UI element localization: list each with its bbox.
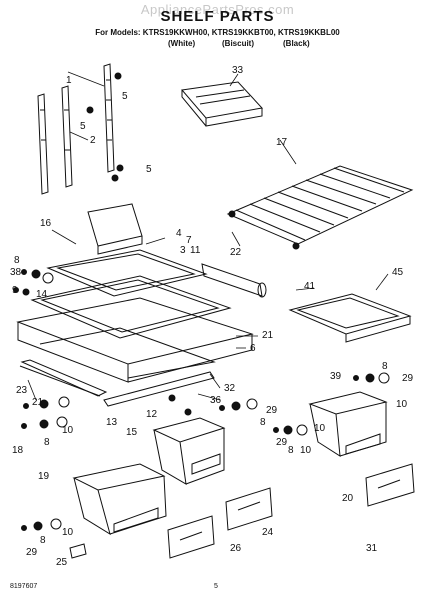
callout-11: 11	[190, 245, 201, 256]
callout-16: 16	[40, 218, 52, 229]
callout-21-b: 21	[32, 397, 44, 408]
callout-29-b: 29	[266, 405, 278, 416]
callout-4: 4	[176, 228, 182, 239]
callout-29-c: 29	[276, 437, 288, 448]
crisper-drawer-right	[308, 391, 388, 457]
callout-8-b: 8	[382, 361, 388, 372]
bracket-part	[69, 543, 87, 559]
callout-20: 20	[342, 493, 354, 504]
shelf-supports	[201, 263, 267, 298]
models-line: For Models: KTRS19KKWH00, KTRS19KKBT00, …	[95, 28, 340, 37]
color-biscuit-label: (Biscuit)	[222, 39, 254, 48]
callout-17: 17	[276, 137, 288, 148]
callout-5-top: 5	[122, 91, 128, 102]
callout-10-b: 10	[62, 425, 74, 436]
callout-8-e: 8	[288, 445, 294, 456]
leader-lines	[27, 71, 389, 401]
color-white-label: (White)	[168, 39, 196, 48]
callout-10-a: 10	[396, 399, 408, 410]
callout-5-low: 5	[146, 164, 152, 175]
callout-12: 12	[146, 409, 158, 420]
callout-26: 26	[230, 543, 242, 554]
wire-shelf	[226, 165, 414, 250]
callout-18: 18	[12, 445, 24, 456]
callout-25: 25	[56, 557, 68, 568]
callout-7: 7	[186, 235, 192, 246]
callout-36: 36	[210, 395, 222, 406]
callout-13: 13	[106, 417, 118, 428]
callout-10-c: 10	[314, 423, 326, 434]
footer-part-number: 8197607	[10, 583, 38, 590]
callout-29-d: 29	[26, 547, 38, 558]
callout-8-d: 8	[44, 437, 50, 448]
page-title: SHELF PARTS	[160, 8, 275, 25]
callout-32: 32	[224, 383, 236, 394]
callout-29-a: 29	[402, 373, 414, 384]
callout-38: 38	[10, 267, 22, 278]
callout-9: 9	[12, 285, 18, 296]
callout-1: 1	[66, 75, 72, 86]
shelf-rails	[37, 63, 115, 195]
color-black-label: (Black)	[283, 39, 310, 48]
callout-10-d: 10	[300, 445, 312, 456]
callout-19: 19	[38, 471, 50, 482]
callout-24: 24	[262, 527, 274, 538]
upper-glass-shelf	[30, 249, 232, 339]
callout-8-c: 8	[260, 417, 266, 428]
callout-14: 14	[36, 289, 48, 300]
watermark: AppliancePartsPros.com	[140, 2, 295, 17]
callout-2: 2	[90, 135, 96, 146]
rail-screws	[86, 72, 124, 182]
callout-22: 22	[230, 247, 242, 258]
callout-3: 3	[180, 245, 186, 256]
right-glass-shelf	[288, 293, 412, 343]
callout-5-mid: 5	[80, 121, 86, 132]
callout-8-a: 8	[14, 255, 20, 266]
fasteners	[13, 269, 390, 531]
callout-15: 15	[126, 427, 138, 438]
callout-23: 23	[16, 385, 28, 396]
callout-41: 41	[304, 281, 316, 292]
callout-8-f: 8	[40, 535, 46, 546]
callout-31: 31	[366, 543, 378, 554]
callout-39: 39	[330, 371, 342, 382]
callout-21-a: 21	[262, 330, 274, 341]
small-bin	[87, 203, 143, 255]
callout-45: 45	[392, 267, 404, 278]
callout-10-e: 10	[62, 527, 74, 538]
callout-33: 33	[232, 65, 244, 76]
crisper-drawer-bottom	[72, 463, 167, 536]
ice-egg-tray	[181, 81, 263, 127]
crisper-drawer-left	[152, 417, 226, 485]
drawer-fronts	[167, 463, 415, 559]
shelf-frame	[16, 297, 254, 407]
footer-page: 5	[214, 583, 218, 590]
callout-6: 6	[250, 343, 256, 354]
